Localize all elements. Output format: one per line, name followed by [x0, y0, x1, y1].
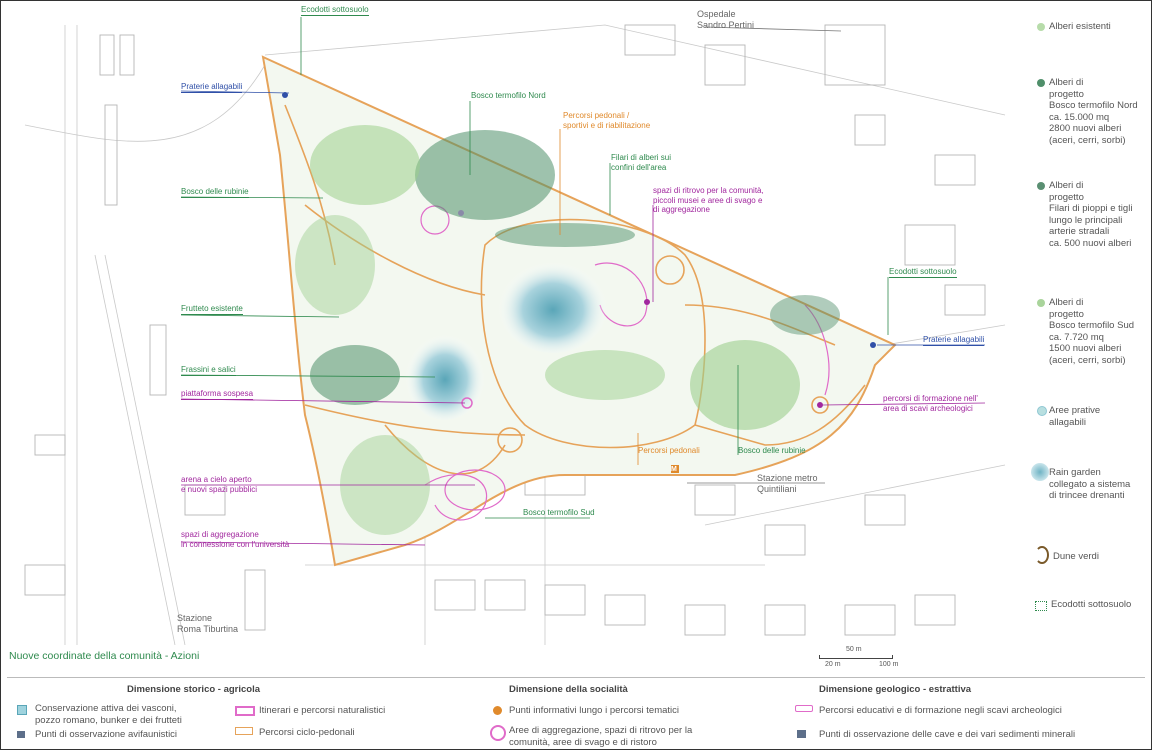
info-point-icon [493, 706, 502, 715]
label-bosco-rubinie-right: Bosco delle rubinie [738, 446, 806, 455]
label-arena: arena a cielo aperto e nuovi spazi pubbl… [181, 475, 258, 494]
label-praterie-right: Praterie allagabili [923, 335, 985, 346]
light-green-dot-icon [1037, 23, 1045, 31]
label-bosco-sud: Bosco termofilo Sud [523, 508, 595, 517]
label-spazi-aggregazione: spazi di aggregazione in connessione con… [181, 530, 290, 549]
scale-label-right: 100 m [879, 661, 899, 668]
highlight-points [282, 92, 876, 473]
label-ospedale: Ospedale Sandro Pertini [697, 9, 755, 30]
label-ecodotti-top: Ecodotti sottosuolo [301, 5, 369, 16]
scale-label-left: 20 m [825, 661, 841, 668]
pale-blue-dot-icon [1037, 406, 1047, 416]
legend-punti-info: Punti informativi lungo i percorsi temat… [509, 705, 680, 716]
rain-garden-icon [1031, 463, 1049, 481]
legend-filari: Alberi di progetto Filari di pioppi e ti… [1049, 180, 1133, 249]
footer-divider [7, 677, 1145, 678]
label-bosco-rubinie-left: Bosco delle rubinie [181, 187, 249, 198]
legend-punti-cave: Punti di osservazione delle cave e dei v… [819, 729, 1076, 740]
label-stazione-tiburtina: Stazione Roma Tiburtina [177, 613, 239, 634]
label-frutteto: Frutteto esistente [181, 304, 243, 315]
rain-gardens [405, 257, 608, 420]
naturalistic-itineraries [420, 205, 830, 521]
context-streets [24, 24, 1006, 645]
col-title-socialita: Dimensione della socialità [509, 684, 628, 695]
legend-aree-prative: Aree prative allagabili [1049, 405, 1101, 428]
legend-bosco-nord: Alberi di progetto Bosco termofilo Nord … [1049, 77, 1138, 146]
label-percorsi-pedonali-mid: Percorsi pedonali [638, 446, 700, 455]
label-formazione: percorsi di formazione nell' area di sca… [883, 394, 978, 413]
legend-rain-garden: Rain garden collegato a sistema di trinc… [1049, 467, 1131, 501]
legend-conservazione: Conservazione attiva dei vasconi, pozzo … [35, 703, 182, 726]
legend-dune-verdi: Dune verdi [1053, 551, 1099, 562]
label-spazi-ritrovo: spazi di ritrovo per la comunità, piccol… [653, 186, 764, 214]
label-bosco-nord: Bosco termofilo Nord [471, 91, 546, 100]
label-percorsi-pedonali-top: Percorsi pedonali / sportivi e di riabil… [563, 111, 651, 130]
label-frassini: Frassini e salici [181, 365, 236, 376]
tree-clusters [295, 125, 840, 535]
metro-marker: M [671, 466, 677, 473]
site-plan-map [24, 17, 1006, 645]
light-green-dot-icon [1037, 299, 1045, 307]
dune-crescent-icon [1035, 546, 1049, 564]
educational-path-icon [795, 705, 813, 712]
dotted-square-icon [1035, 601, 1047, 611]
col-title-geologico: Dimensione geologico - estrattiva [819, 684, 972, 695]
label-ecodotti-right: Ecodotti sottosuolo [889, 267, 957, 278]
label-praterie-left: Praterie allagabili [181, 82, 243, 93]
scale-label-top: 50 m [846, 646, 862, 653]
legend-percorsi-educativi: Percorsi educativi e di formazione negli… [819, 705, 1062, 716]
observation-point-icon [17, 731, 25, 738]
legend-osservazione-avi: Punti di osservazione avifaunistici [35, 729, 178, 740]
quarry-observation-icon [797, 730, 806, 738]
itinerary-path-icon [235, 706, 255, 716]
cycle-pedestrian-paths [284, 104, 866, 475]
dark-green-dot-icon [1037, 182, 1045, 190]
legend-alberi-esistenti: Alberi esistenti [1049, 21, 1111, 32]
label-filari: Filari di alberi sui confini dell'area [611, 153, 672, 172]
legend-bosco-sud: Alberi di progetto Bosco termofilo Sud c… [1049, 297, 1135, 366]
dark-green-dot-icon [1037, 79, 1045, 87]
label-stazione-metro: Stazione metro Quintiliani [757, 473, 818, 494]
legend-ciclopedonali: Percorsi ciclo-pedonali [259, 727, 355, 738]
vasconi-square-icon [17, 705, 27, 715]
label-piattaforma: piattaforma sospesa [181, 389, 254, 400]
aggregation-area-icon [490, 725, 506, 741]
footer-title: Nuove coordinate della comunità - Azioni [9, 650, 200, 662]
col-title-storico: Dimensione storico - agricola [127, 684, 261, 695]
cycle-path-icon [235, 727, 253, 735]
leader-lines [180, 17, 986, 546]
legend-ecodotti: Ecodotti sottosuolo [1051, 599, 1132, 610]
scale-line [819, 655, 893, 659]
legend-itinerari: Itinerari e percorsi naturalistici [259, 705, 386, 716]
legend-aree-aggregazione: Aree di aggregazione, spazi di ritrovo p… [509, 725, 693, 748]
